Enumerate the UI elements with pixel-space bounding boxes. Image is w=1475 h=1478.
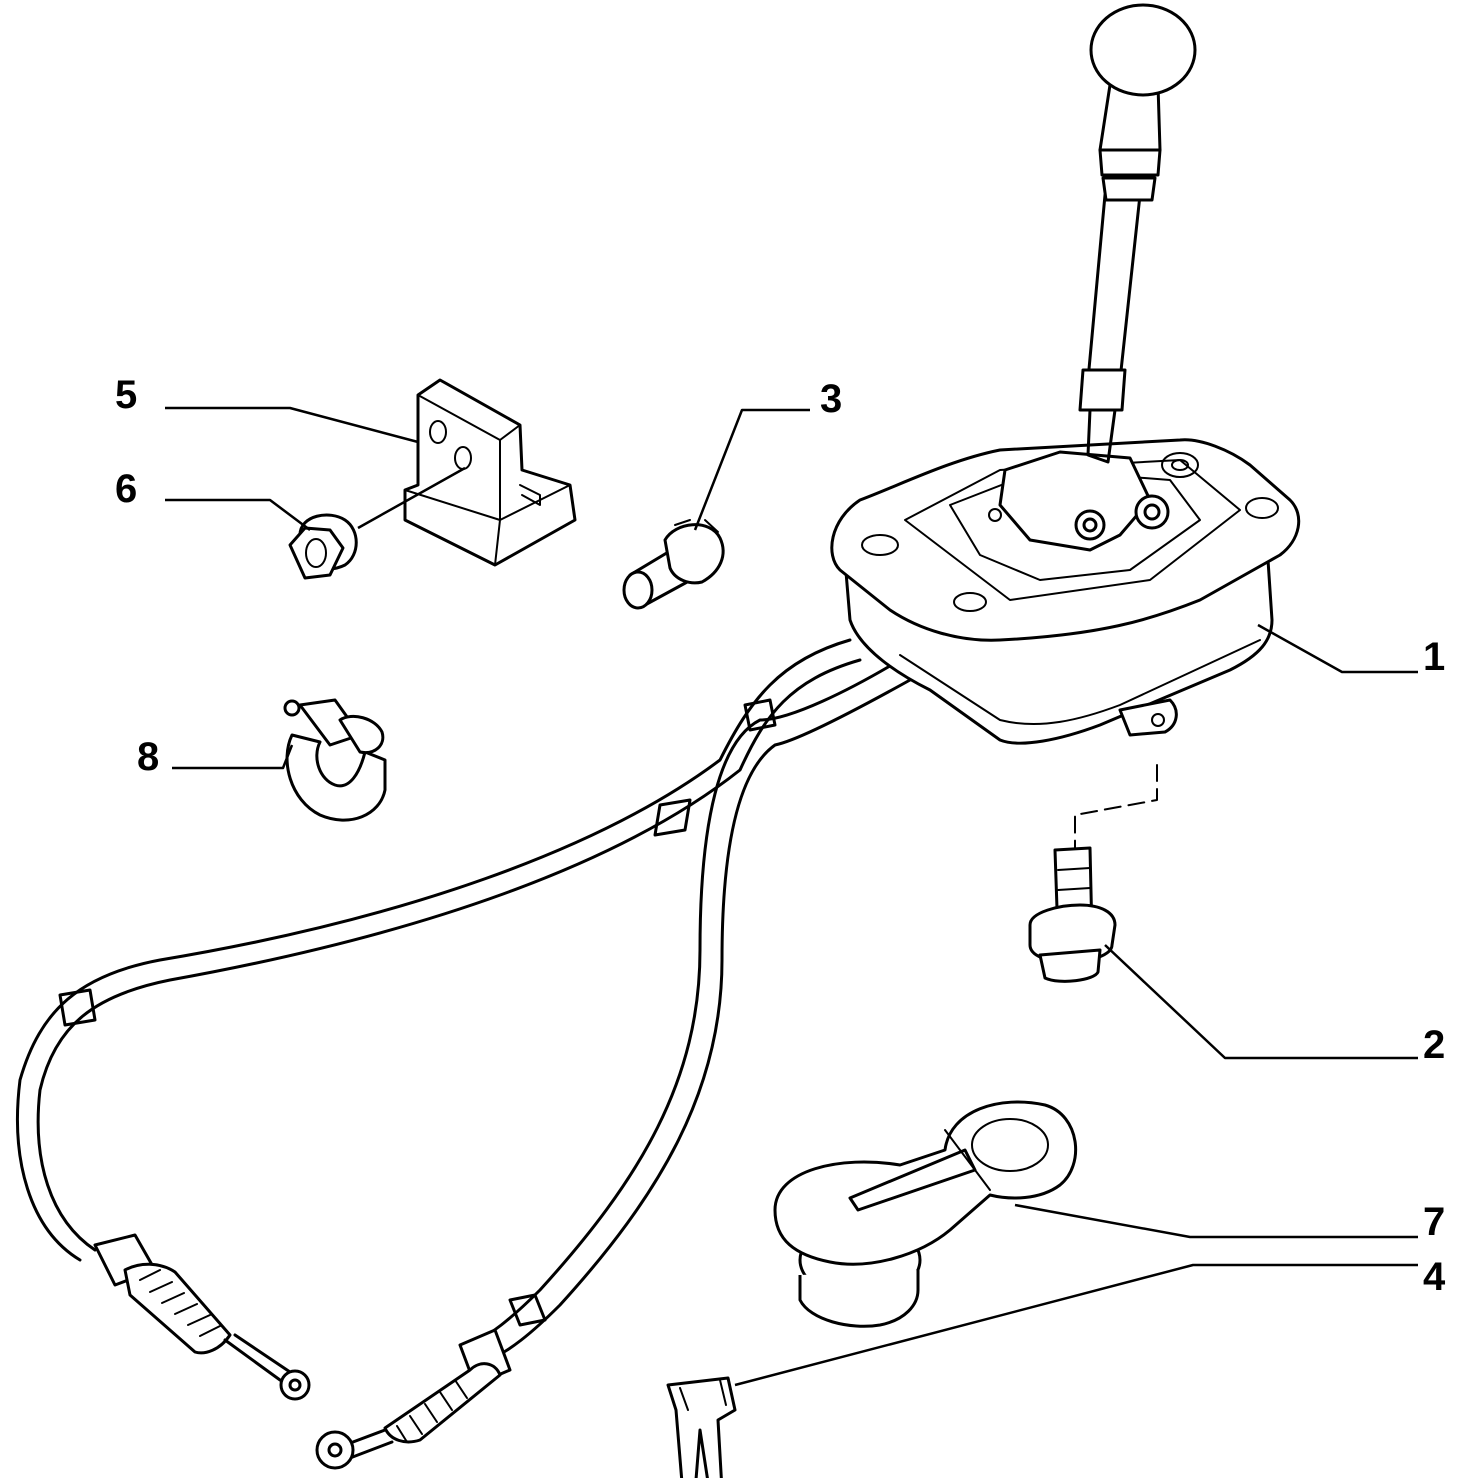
gear-cable-assembly	[16, 638, 912, 1362]
callout-2: 2	[1423, 1023, 1445, 1067]
gear-shift-assembly	[830, 3, 1301, 745]
clamp-part-8	[283, 698, 387, 822]
u-clip-part-4	[666, 1376, 737, 1478]
callout-labels: 1 2 3 4 5 6 7 8	[115, 373, 1446, 1299]
right-cable-end	[315, 1328, 512, 1470]
callout-8: 8	[137, 735, 159, 779]
callout-leader-lines	[165, 406, 1418, 1387]
callout-6: 6	[115, 467, 137, 511]
callout-1: 1	[1423, 635, 1445, 679]
bolt-part-2	[1028, 764, 1158, 983]
callout-7: 7	[1423, 1200, 1445, 1244]
callout-5: 5	[115, 373, 137, 417]
fitting-part-3	[622, 519, 725, 610]
callout-4: 4	[1423, 1255, 1446, 1299]
bracket-part-5	[403, 378, 577, 567]
grommet-part-7	[773, 1100, 1077, 1328]
flange-nut-part-6	[288, 513, 358, 580]
callout-3: 3	[820, 377, 842, 421]
left-cable-end	[93, 1233, 311, 1401]
